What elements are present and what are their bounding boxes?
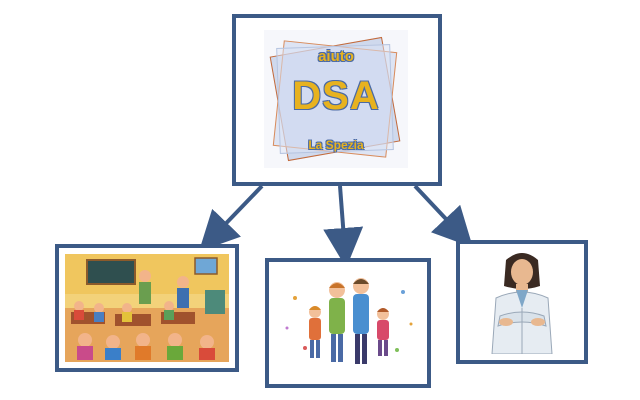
child-node-classroom [55,244,239,372]
family-image [275,268,421,378]
root-node: aiuto DSA La Spezia [232,14,442,186]
arrow-to-doctor [413,184,473,248]
arrow-to-family [323,185,364,268]
logo-line-3: La Spezia [308,138,364,152]
logo-line-1: aiuto [318,48,354,65]
logo-line-2: DSA [292,74,380,118]
child-node-family [265,258,431,388]
child-node-doctor [456,240,588,364]
aiuto-dsa-logo: aiuto DSA La Spezia [264,30,408,168]
arrow-to-classroom [198,184,264,252]
classroom-image [65,254,229,362]
doctor-image [466,250,578,354]
